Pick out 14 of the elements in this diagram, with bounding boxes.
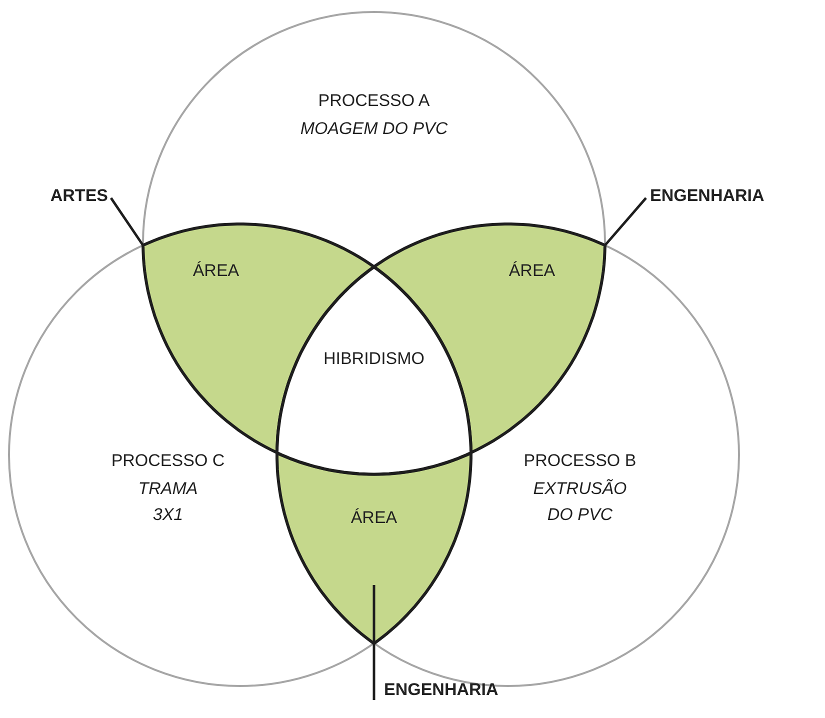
- circle-subtitle: EXTRUSÃO DO PVC: [532, 478, 628, 526]
- circle-subtitle: MOAGEM DO PVC: [299, 118, 449, 140]
- circle-title: PROCESSO B: [522, 450, 638, 472]
- circle-title: PROCESSO C: [110, 450, 226, 472]
- region-label: ÁREA: [350, 506, 398, 529]
- region-label: ÁREA: [508, 260, 556, 282]
- category-label: ARTES: [50, 186, 108, 205]
- region-label: ÁREA: [192, 260, 240, 282]
- category-label: ENGENHARIA: [650, 186, 764, 205]
- circle-subtitle: TRAMA 3X1: [137, 478, 199, 526]
- region-label: HIBRIDISMO: [322, 348, 426, 370]
- leader-line: [110, 197, 144, 246]
- circle-title: PROCESSO A: [317, 90, 431, 112]
- category-label: ENGENHARIA: [384, 680, 498, 699]
